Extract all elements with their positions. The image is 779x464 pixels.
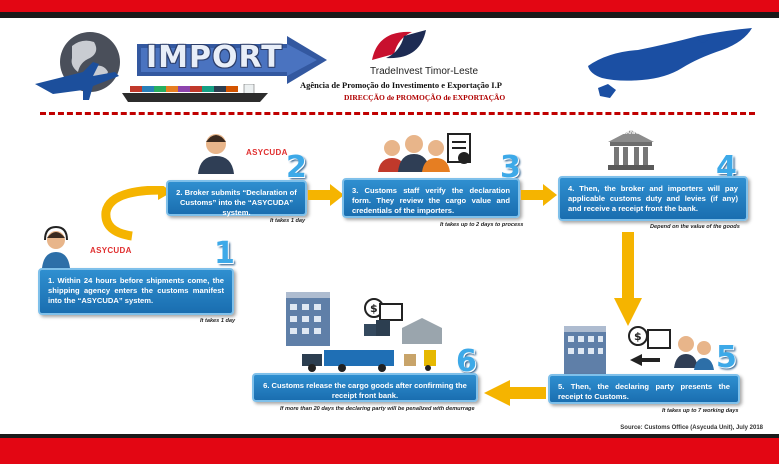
curved-arrow-1-to-2 (101, 186, 172, 241)
step-2-box: 2. Broker submits “Declaration of Custom… (166, 180, 307, 217)
bank-sign: BANK (622, 130, 638, 136)
step-3-box: 3. Customs staff verify the declaration … (342, 178, 520, 218)
org-name: TradeInvest Timor-Leste (370, 66, 479, 77)
step-6-box: 6. Customs release the cargo goods after… (252, 373, 478, 402)
step-3-text: 3. Customs staff verify the declaration … (352, 186, 510, 215)
broker-person-icon (198, 134, 234, 174)
step-6-text: 6. Customs release the cargo goods after… (263, 381, 467, 400)
svg-text:$: $ (370, 302, 378, 315)
step-6-note: If more than 20 days the declaring party… (280, 406, 475, 412)
directorate-name: DIRECÇÃO de PROMOÇÃO de EXPORTAÇÃO (344, 93, 506, 102)
bottom-red-band (0, 438, 779, 464)
bank-building-icon (608, 130, 654, 170)
top-red-band (0, 0, 779, 12)
header-divider (40, 112, 755, 115)
step-2-note: It takes 1 day (270, 218, 306, 224)
asycuda-label-2: ASYCUDA (246, 148, 288, 157)
receipt-handover-icon: $ (628, 326, 714, 370)
step-4-note: Depend on the value of the goods (650, 224, 740, 230)
arrow-5-to-6 (484, 380, 546, 406)
customs-building-icon-5 (564, 326, 606, 374)
arrow-2-to-3 (308, 184, 344, 206)
step-5-note: It takes up to 7 working days (662, 408, 739, 414)
step-5-box: 5. Then, the declaring party presents th… (548, 374, 740, 404)
top-black-band (0, 12, 779, 18)
arrow-3-to-4 (521, 184, 557, 206)
step-1-note: It takes 1 day (200, 318, 236, 324)
cargo-release-icon: $ (286, 292, 442, 372)
arrow-4-to-5 (614, 232, 642, 326)
tradeinvest-logo-icon (372, 30, 426, 60)
globe-plane-icon (35, 32, 120, 100)
source-citation: Source: Customs Office (Asycuda Unit), J… (620, 425, 763, 431)
bottom-black-band (0, 434, 779, 438)
step-3-note: It takes up to 2 days to process (440, 222, 524, 228)
agency-name: Agência de Promoção do Investimento e Ex… (300, 80, 502, 90)
step-number-6: 6 (456, 344, 477, 379)
step-4-box: 4. Then, the broker and importers will p… (558, 176, 748, 221)
import-title: IMPORT (146, 40, 283, 75)
step-1-box: 1. Within 24 hours before shipments come… (38, 268, 234, 315)
step-number-5: 5 (716, 340, 737, 375)
asycuda-label-1: ASYCUDA (90, 246, 132, 255)
step-4-text: 4. Then, the broker and importers will p… (568, 184, 738, 213)
step-number-3: 3 (500, 150, 521, 185)
step-number-2: 2 (286, 150, 307, 185)
cargo-ship-icon (122, 84, 268, 102)
call-agent-icon (42, 226, 70, 268)
customs-staff-icon (378, 133, 471, 172)
step-1-text: 1. Within 24 hours before shipments come… (48, 276, 224, 305)
timor-leste-map-icon (588, 28, 752, 98)
import-arrow-shape (137, 36, 327, 84)
step-number-1: 1 (214, 236, 235, 271)
step-2-text: 2. Broker submits “Declaration of Custom… (176, 188, 297, 217)
svg-text:$: $ (634, 330, 642, 343)
step-5-text: 5. Then, the declaring party presents th… (558, 382, 730, 401)
